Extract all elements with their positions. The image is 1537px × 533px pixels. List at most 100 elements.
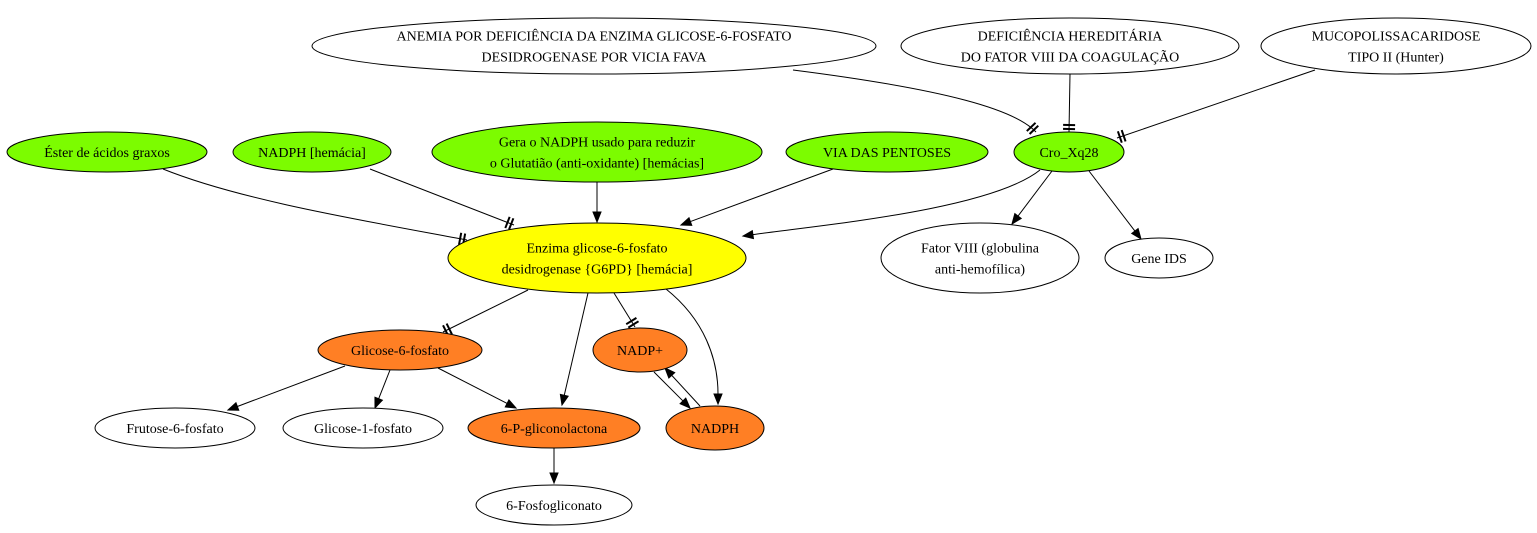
node-ester: Éster de ácidos graxos: [6, 131, 208, 173]
edge-line: [369, 168, 515, 226]
node-gene-ids: Gene IDS: [1104, 237, 1214, 279]
node-cro: Cro_Xq28: [1013, 131, 1125, 173]
edge-line: [690, 168, 834, 223]
edge-hunter-to-cro: [1116, 69, 1316, 144]
node-shape-gera: [431, 121, 763, 183]
edge-g6f-to-f6f: [226, 365, 346, 411]
edge-gera-to-g6pd: [592, 182, 602, 224]
node-label-nadp-plus: NADP+: [617, 344, 663, 359]
node-pgl: 6-P-gliconolactona: [467, 407, 641, 449]
node-label-gene-ids: Gene IDS: [1131, 252, 1187, 267]
edge-line: [162, 168, 468, 241]
node-label-hunter: TIPO II (Hunter): [1348, 51, 1444, 66]
node-shape-nadp-plus: [592, 327, 688, 373]
edge-pgl-to-fosfogliconato: [549, 448, 559, 485]
node-shape-g6pd: [447, 222, 747, 294]
tee-bar-2: [1120, 129, 1127, 142]
arrowhead: [374, 396, 384, 410]
edge-fator-viii-def-to-cro: [1063, 73, 1076, 133]
edge-nadph-to-nadp-plus: [664, 367, 701, 407]
edge-g6pd-to-nadph: [665, 288, 723, 406]
edge-line: [237, 365, 346, 407]
edge-g6pd-to-pgl: [559, 292, 589, 407]
node-label-fator-viii-def: DEFICIÊNCIA HEREDITÁRIA: [978, 28, 1164, 45]
node-shape-anemia: [311, 17, 877, 75]
node-label-f6f: Frutose-6-fosfato: [126, 422, 223, 437]
edge-line: [437, 367, 508, 404]
tee-bar-2: [1026, 122, 1037, 132]
arrowhead: [592, 211, 602, 224]
node-shape-via: [785, 131, 989, 173]
node-shape-pgl: [467, 407, 641, 449]
edge-cro-to-g6pd: [741, 169, 1041, 240]
node-nadph-hemacia: NADPH [hemácia]: [232, 131, 392, 173]
node-fator-viii: Fator VIII (globulina anti-hemofílica): [880, 222, 1080, 294]
tee-bar-1: [508, 217, 515, 230]
node-shape-fosfogliconato: [475, 484, 633, 526]
edge-line: [563, 292, 589, 396]
arrowhead: [1130, 227, 1142, 241]
node-label-fator-viii: Fator VIII (globulina: [921, 242, 1040, 257]
node-hunter: MUCOPOLISSACARIDOSE TIPO II (Hunter): [1260, 17, 1532, 75]
node-label-nadph: NADPH: [691, 422, 739, 437]
arrowhead: [549, 472, 559, 485]
node-shape-g6f: [317, 329, 483, 371]
edge-line: [1116, 69, 1316, 139]
node-nadph: NADPH: [665, 405, 765, 451]
node-shape-fator-viii: [880, 222, 1080, 294]
arrowhead: [1011, 212, 1023, 226]
edge-line: [442, 289, 529, 333]
edge-via-to-g6pd: [679, 168, 834, 226]
tee-bar-2: [625, 317, 637, 326]
node-label-anemia: DESIDROGENASE POR VICIA FAVA: [482, 51, 708, 66]
edge-line: [752, 169, 1041, 236]
node-label-gera: o Glutatião (anti-oxidante) [hemácias]: [490, 157, 704, 172]
node-shape-nadph-hemacia: [232, 131, 392, 173]
arrowhead: [741, 229, 755, 240]
node-label-nadph-hemacia: NADPH [hemácia]: [258, 146, 366, 161]
edge-line: [665, 288, 719, 395]
arrowhead: [559, 393, 569, 407]
node-g6f: Glicose-6-fosfato: [317, 329, 483, 371]
node-label-ester: Éster de ácidos graxos: [44, 144, 170, 161]
arrowhead: [679, 397, 691, 409]
tee-bar-2: [445, 323, 453, 335]
node-label-hunter: MUCOPOLISSACARIDOSE: [1312, 30, 1481, 45]
node-g1f: Glicose-1-fosfato: [282, 407, 444, 449]
arrowhead: [664, 367, 676, 379]
node-shape-g1f: [282, 407, 444, 449]
edge-g6f-to-g1f: [374, 369, 391, 410]
node-label-anemia: ANEMIA POR DEFICIÊNCIA DA ENZIMA GLICOSE…: [396, 28, 791, 45]
node-label-gera: Gera o NADPH usado para reduzir: [499, 136, 696, 151]
node-label-fosfogliconato: 6-Fosfogliconato: [506, 499, 602, 514]
edges-layer: [162, 69, 1316, 485]
tee-bar-1: [1028, 124, 1039, 135]
arrowhead: [679, 216, 693, 226]
node-label-via: VIA DAS PENTOSES: [823, 146, 951, 161]
node-label-g6f: Glicose-6-fosfato: [351, 344, 449, 359]
node-shape-hunter: [1260, 17, 1532, 75]
edge-line: [613, 292, 636, 328]
arrowhead: [713, 393, 723, 406]
edge-line: [653, 371, 684, 402]
edge-g6pd-to-g6f: [442, 289, 529, 337]
edge-nadph-hemacia-to-g6pd: [369, 168, 515, 230]
edge-line: [1068, 73, 1071, 133]
edge-anemia-to-cro: [792, 69, 1039, 135]
node-shape-gene-ids: [1104, 237, 1214, 279]
node-f6f: Frutose-6-fosfato: [94, 407, 256, 449]
tee-bar-1: [627, 320, 640, 329]
node-label-g1f: Glicose-1-fosfato: [314, 422, 412, 437]
node-nadp-plus: NADP+: [592, 327, 688, 373]
node-via: VIA DAS PENTOSES: [785, 131, 989, 173]
node-label-fator-viii: anti-hemofílica): [935, 263, 1026, 278]
node-gera: Gera o NADPH usado para reduzir o Glutati…: [431, 121, 763, 183]
edge-cro-to-fator-viii: [1011, 170, 1053, 226]
edge-line: [792, 69, 1037, 133]
tee-bar-1: [1116, 131, 1123, 144]
node-shape-nadph: [665, 405, 765, 451]
edge-ester-to-g6pd: [162, 168, 468, 246]
node-label-pgl: 6-P-gliconolactona: [501, 422, 608, 437]
